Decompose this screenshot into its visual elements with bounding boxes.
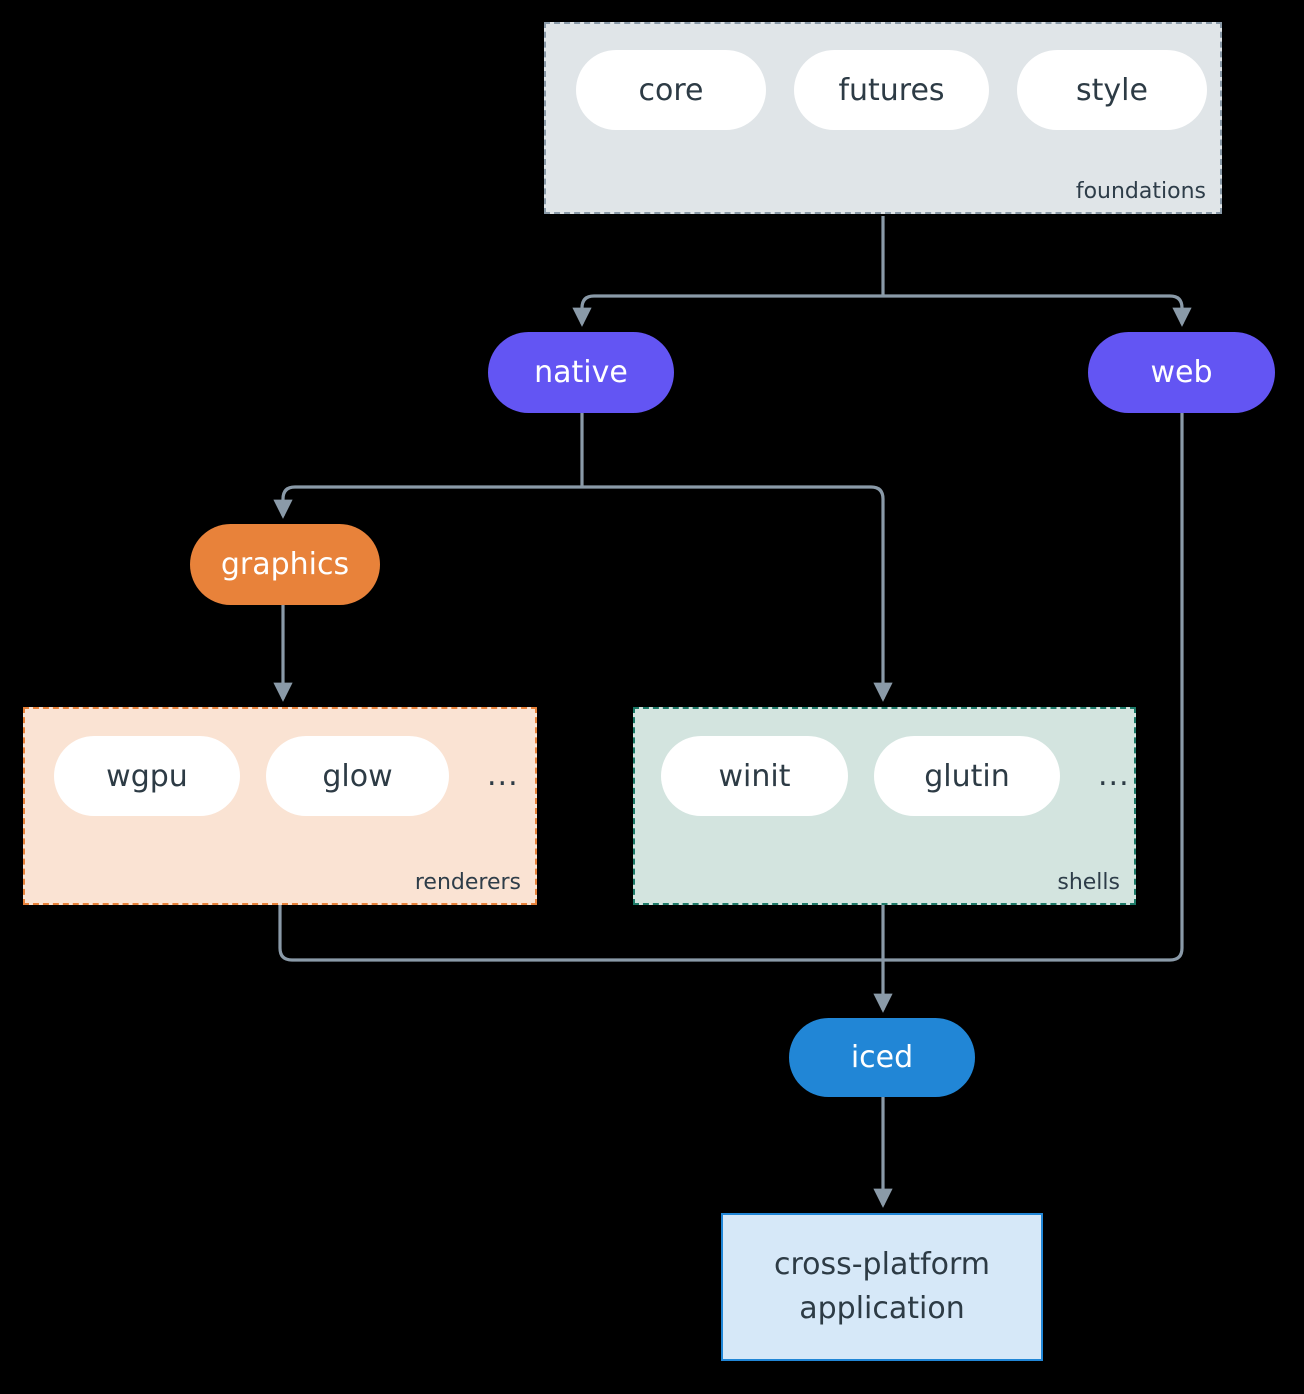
pill-winit[interactable]: winit [661,736,848,816]
application-line-1: cross-platform [773,1247,991,1282]
pill-style[interactable]: style [1017,50,1207,130]
edge-native-graphics [273,485,582,519]
pill-glutin[interactable]: glutin [874,736,1060,816]
shells-pill-row: winit glutin ... [661,736,1130,816]
node-cross-platform-application[interactable]: cross-platform application [721,1213,1043,1361]
shells-more-ellipsis: ... [1098,758,1130,793]
cluster-label-renderers: renderers [414,870,521,895]
pill-core[interactable]: core [576,50,766,130]
node-iced[interactable]: iced [789,1018,975,1097]
foundations-pill-row: core futures style [576,50,1207,130]
edge-foundations-native [572,294,883,327]
node-native[interactable]: native [488,332,674,413]
cluster-label-foundations: foundations [1075,179,1206,204]
edge-foundations-web [883,294,1192,327]
pill-glow[interactable]: glow [266,736,449,816]
edge-native-shells [582,485,893,702]
renderers-more-ellipsis: ... [487,758,519,793]
cluster-foundations: core futures style foundations [544,22,1222,214]
node-web[interactable]: web [1088,332,1275,413]
cluster-shells: winit glutin ... shells [633,707,1136,905]
application-line-2: application [799,1291,965,1326]
node-graphics[interactable]: graphics [190,524,380,605]
pill-futures[interactable]: futures [794,50,989,130]
cluster-label-shells: shells [1057,870,1120,895]
pill-wgpu[interactable]: wgpu [54,736,240,816]
renderers-pill-row: wgpu glow ... [54,736,519,816]
edge-renderers-iced [278,905,883,962]
cluster-renderers: wgpu glow ... renderers [23,707,537,905]
